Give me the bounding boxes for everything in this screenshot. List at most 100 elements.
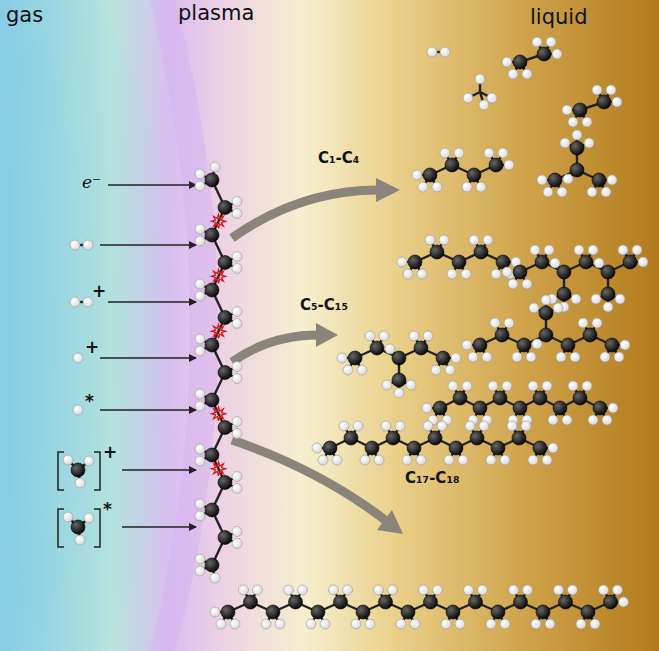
hydrogen-atom [529,303,539,313]
hydrogen-atom [504,160,514,170]
carbon-atom [218,366,232,380]
hydrogen-atom [332,455,342,465]
hydrogen-atom [557,187,567,197]
hydrogen-atom [615,294,625,304]
hydrogen-atom [500,619,510,629]
hydrogen-atom [339,421,349,431]
hydrogen-atom [532,37,542,47]
label: + [103,443,117,462]
hydrogen-atom [394,388,404,398]
hydrogen-atom [542,381,552,391]
hydrogen-atom [409,331,419,341]
hydrogen-atom [195,554,205,564]
curved-arrow [232,190,378,238]
hydrogen-atom [588,245,598,255]
hydrogen-atom [422,403,432,413]
hydrogen-atom [412,170,422,180]
carbon-atom [205,393,219,407]
carbon-atom [533,391,547,405]
hydrogen-atom [210,573,220,583]
carbon-atom [344,431,358,445]
label: C₅-C₁₅ [300,297,348,314]
hydrogen-atom [84,456,94,466]
arrow [100,409,196,410]
hydrogen-atom [419,585,429,595]
hydrogen-atom [592,85,602,95]
hydrogen-atom [410,619,420,629]
hydrogen-atom [562,105,572,115]
carbon-atom [205,173,219,187]
hydrogen-atom [83,240,93,250]
hydrogen-atom [440,47,450,57]
hydrogen-atom [500,455,510,465]
hydrogen-atom [441,619,451,629]
carbon-atom [593,401,607,415]
hydrogen-atom [552,49,562,59]
carbon-atom [557,265,571,279]
hydrogen-atom [483,235,493,245]
hydrogen-atom [491,269,501,279]
hydrogen-atom [232,527,242,537]
hydrogen-atom [550,258,560,268]
hydrogen-atom [608,403,618,413]
carbon-atom [401,605,415,619]
hydrogen-atom [83,297,93,307]
hydrogen-atom [195,456,205,466]
hydrogen-atom [353,421,363,431]
carbon-atom [423,168,437,182]
arrow [122,526,196,527]
carbon-atom [539,306,553,320]
label: * [103,500,112,519]
bond-break-mark [212,214,226,228]
hydrogen-atom [232,539,242,549]
hydrogen-atom [329,585,339,595]
hydrogen-atom [357,365,367,375]
carbon-atom [428,431,442,445]
hydrogen-atom [70,240,80,250]
carbon-atom [445,158,459,172]
hydrogen-atom [461,269,471,279]
hydrogen-atom [379,331,389,341]
hydrogen-atom [232,484,242,494]
carbon-atom [436,351,450,365]
carbon-atom [561,338,575,352]
carbon-atom [433,401,447,415]
hydrogen-atom [403,269,413,279]
hydrogen-atom [320,619,330,629]
hydrogen-atom [568,585,578,595]
carbon-atom [218,311,232,325]
hydrogen-atom [195,181,205,191]
hydrogen-atom [195,224,205,234]
hydrogen-atom [548,443,558,453]
bracket [94,509,100,547]
arrow-head [316,323,338,347]
hydrogen-atom [451,353,461,363]
hydrogen-atom [603,302,613,312]
hydrogen-atom [582,117,592,127]
hydrogen-atom [232,319,242,329]
hydrogen-atom [195,444,205,454]
hydrogen-atom [508,279,518,289]
carbon-atom [592,173,606,187]
hydrogen-atom [543,187,553,197]
hydrogen-atom [425,235,435,245]
carbon-atom [559,595,573,609]
hydrogen-atom [560,138,570,148]
carbon-atom [601,265,615,279]
hydrogen-atom [590,619,600,629]
hydrogen-atom [70,297,80,307]
hydrogen-atom [488,381,498,391]
hydrogen-atom [462,381,472,391]
hydrogen-atom [523,585,533,595]
hydrogen-atom [614,352,624,362]
hydrogen-atom [312,443,322,453]
curved-arrow [232,440,385,520]
hydrogen-atom [484,148,494,158]
hydrogen-atom [343,365,353,375]
hydrogen-atom [613,585,623,595]
hydrogen-atom [592,318,602,328]
hydrogen-atom [261,619,271,629]
carbon-atom [474,245,488,259]
hydrogen-atom [455,619,465,629]
hydrogen-atom [337,353,347,363]
